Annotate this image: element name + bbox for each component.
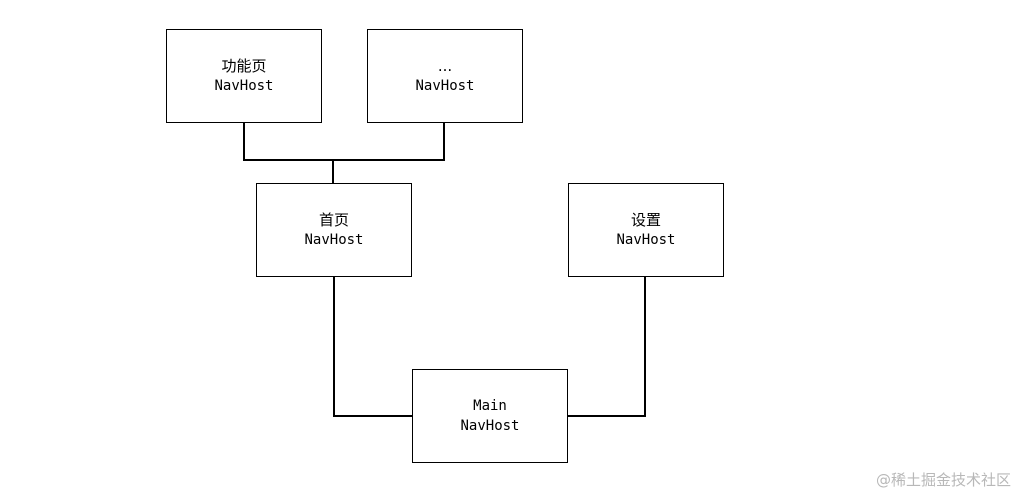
edge-main-settings (568, 277, 646, 417)
node-subtitle: NavHost (460, 418, 520, 434)
node-feature-page: 功能页 NavHost (166, 29, 322, 123)
node-home-page: 首页 NavHost (256, 183, 412, 277)
node-main: Main NavHost (412, 369, 568, 463)
node-subtitle: NavHost (616, 232, 676, 248)
watermark: @稀土掘金技术社区 (875, 471, 1011, 489)
node-subtitle: NavHost (415, 78, 475, 94)
edge-home-feature (243, 123, 334, 183)
node-title: 首页 (318, 211, 349, 229)
node-more: ... NavHost (367, 29, 523, 123)
edge-main-home (333, 277, 412, 417)
node-title: ... (437, 57, 453, 75)
node-title: 功能页 (221, 57, 267, 75)
node-subtitle: NavHost (304, 232, 364, 248)
node-title: 设置 (630, 211, 661, 229)
node-settings: 设置 NavHost (568, 183, 724, 277)
node-title: Main (473, 398, 507, 414)
node-subtitle: NavHost (214, 78, 274, 94)
edge-home-more (333, 123, 445, 161)
